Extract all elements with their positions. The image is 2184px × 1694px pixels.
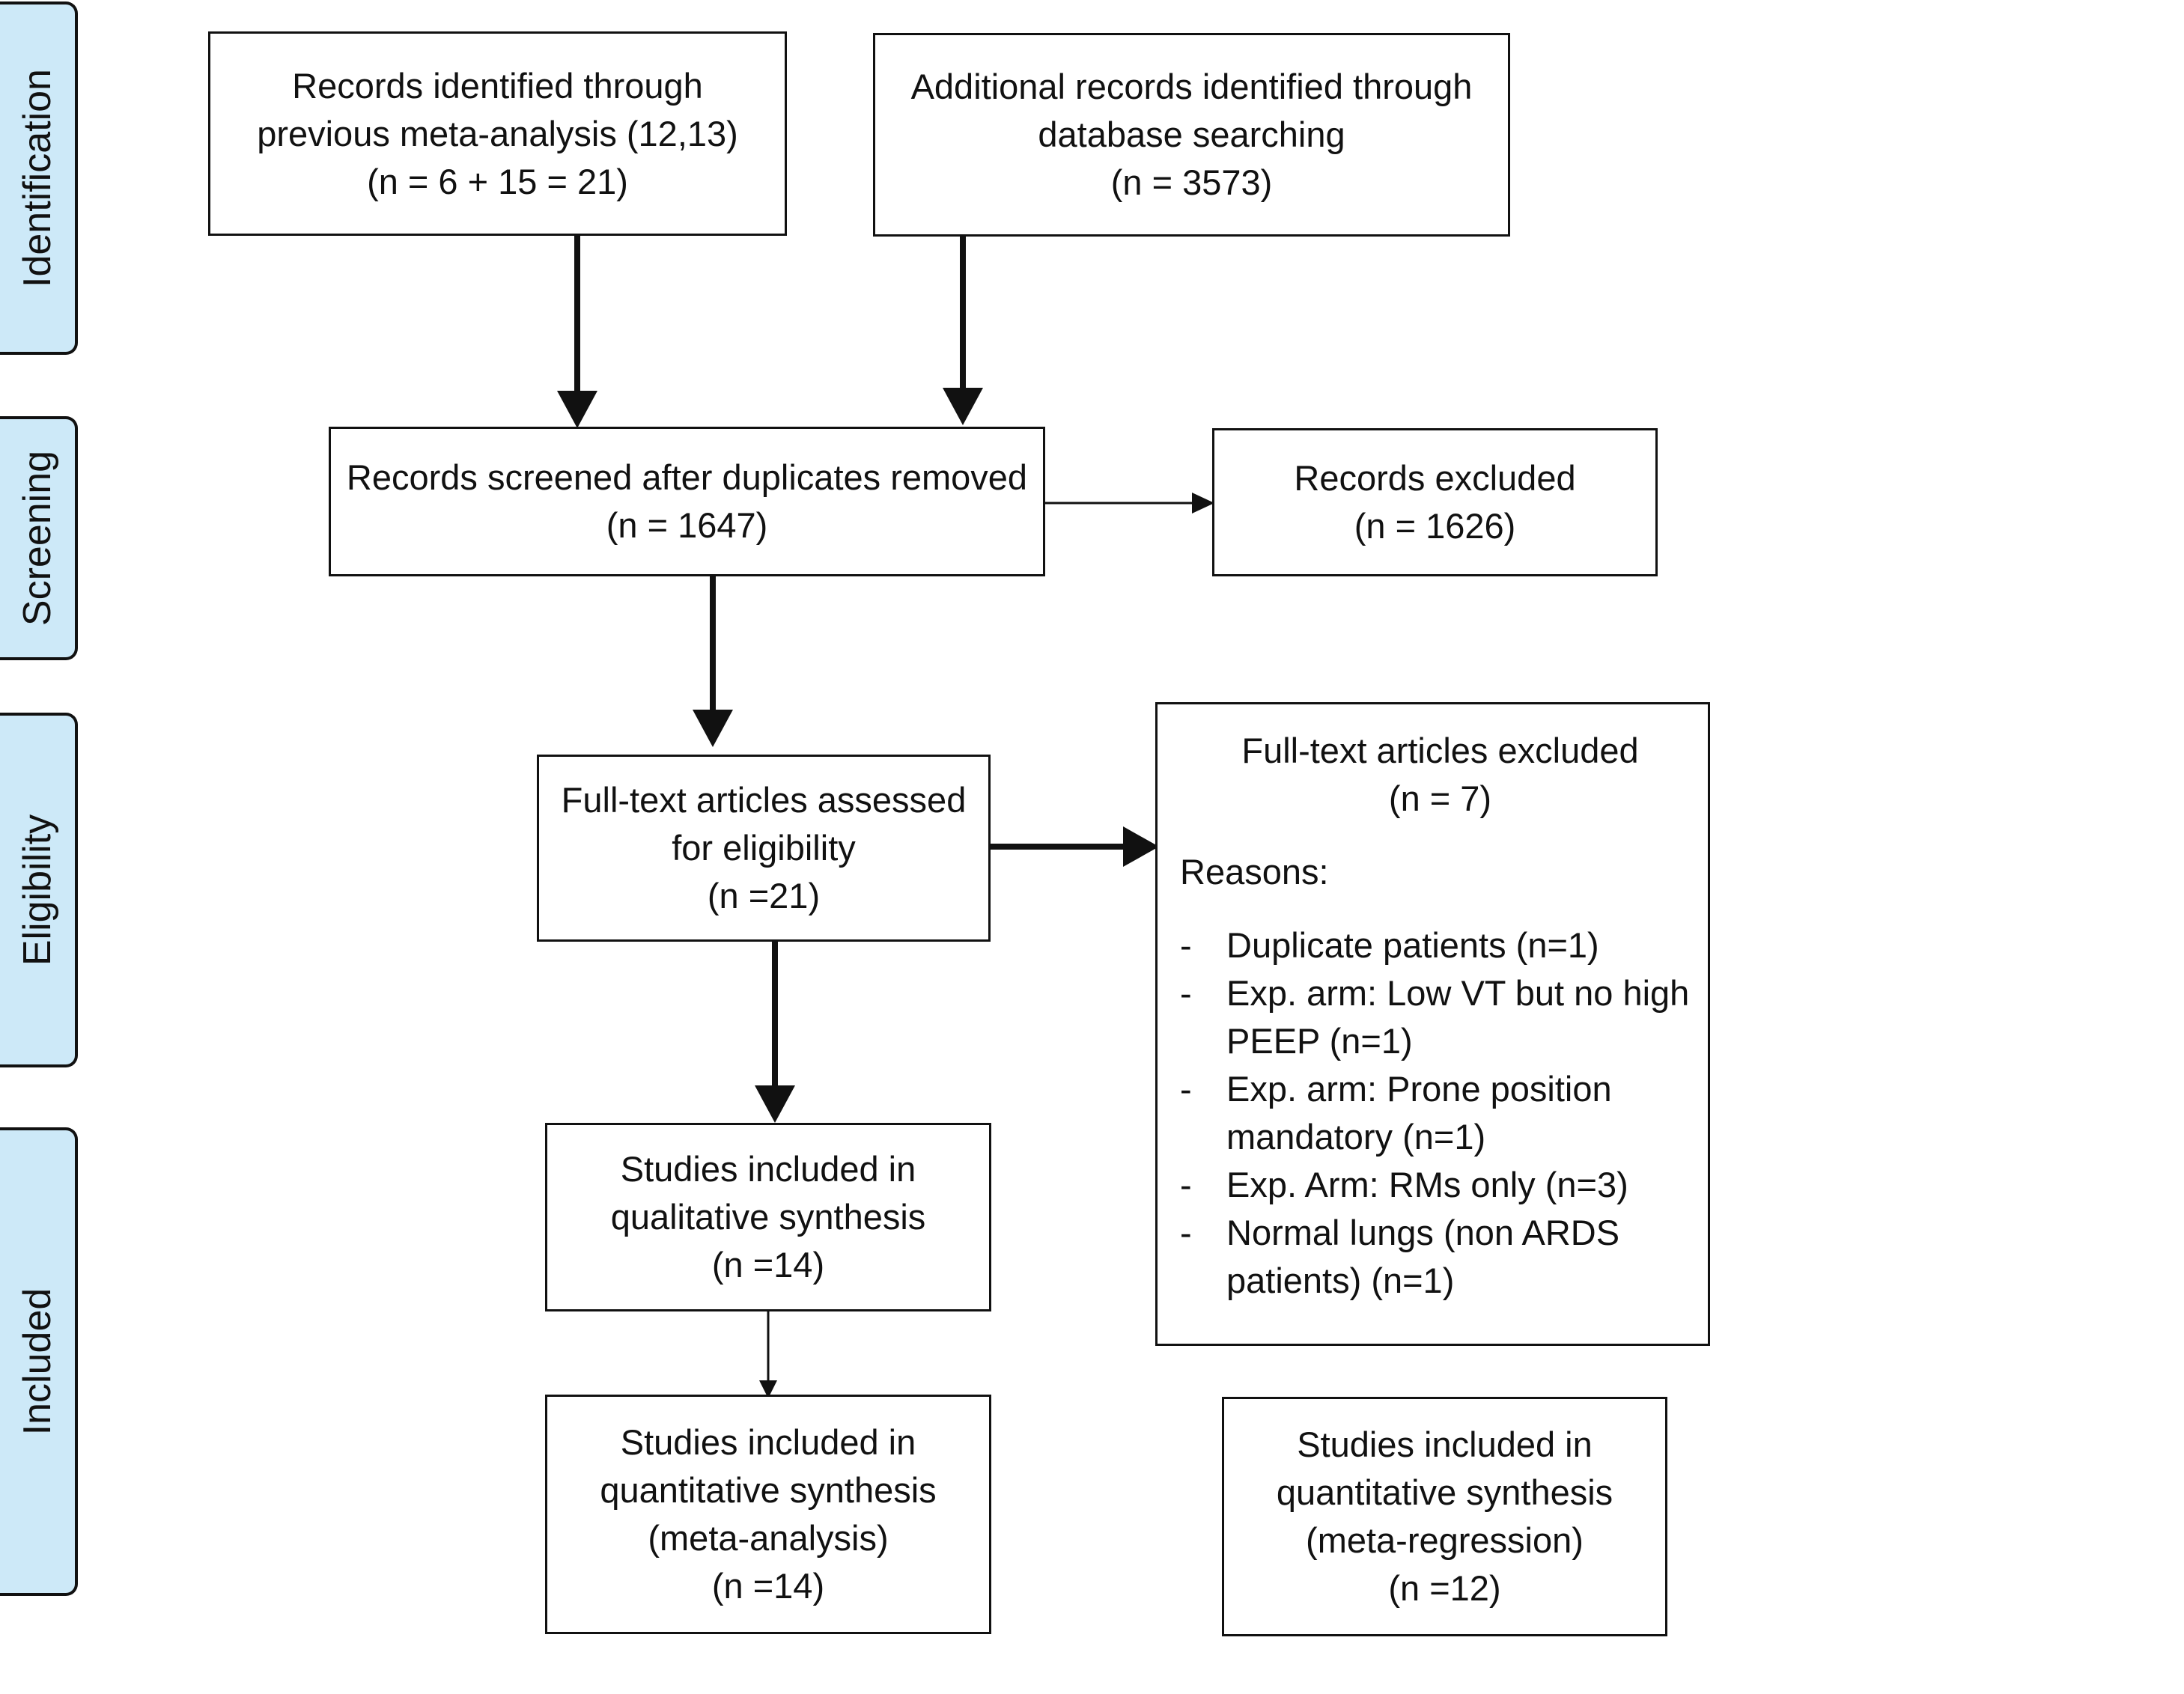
box-line: previous meta-analysis (12,13) — [257, 113, 738, 153]
box-meta-analysis: Studies included in quantitative synthes… — [545, 1395, 991, 1634]
box-line: Studies included in — [1297, 1425, 1593, 1464]
box-records-screened: Records screened after duplicates remove… — [329, 427, 1045, 576]
box-line: Records screened after duplicates remove… — [346, 457, 1028, 497]
box-fulltext-assessed: Full-text articles assessed for eligibil… — [537, 755, 991, 942]
box-line: (n =21) — [707, 876, 821, 915]
box-line: Full-text articles excluded — [1241, 731, 1639, 770]
reason-text-continued: patients) (n=1) — [1226, 1261, 1455, 1300]
box-line: (meta-analysis) — [648, 1518, 889, 1558]
box-line: (n = 1626) — [1354, 506, 1516, 546]
box-line: (n = 3573) — [1110, 162, 1273, 202]
reason-text-continued: PEEP (n=1) — [1226, 1021, 1413, 1061]
arrowhead — [943, 388, 983, 425]
box-line: Records identified through — [292, 65, 703, 106]
box-qualitative-synthesis: Studies included in qualitative synthesi… — [545, 1123, 991, 1311]
bullet: - — [1180, 925, 1192, 965]
box-line: for eligibility — [672, 828, 856, 868]
box-line: (meta-regression) — [1306, 1520, 1584, 1560]
phase-included: Included — [0, 1127, 78, 1596]
reason-text: Exp. arm: Low VT but no high — [1226, 973, 1690, 1013]
reason-item: - Exp. Arm: RMs only (n=3) — [1180, 1161, 1700, 1209]
box-meta-regression: Studies included in quantitative synthes… — [1222, 1397, 1667, 1636]
bullet: - — [1180, 1213, 1192, 1252]
phase-identification: Identification — [0, 1, 78, 355]
box-line: Studies included in — [620, 1422, 916, 1462]
reason-item: - Exp. arm: Prone position mandatory (n=… — [1180, 1065, 1700, 1161]
box-fulltext-excluded: Full-text articles excluded (n = 7) Reas… — [1155, 702, 1710, 1346]
reason-text: Normal lungs (non ARDS — [1226, 1213, 1620, 1252]
box-line: (n =14) — [711, 1566, 825, 1606]
box-line: (n =14) — [711, 1245, 825, 1285]
arrowhead — [1123, 826, 1159, 867]
box-line: Records excluded — [1294, 458, 1576, 498]
arrowhead — [557, 391, 597, 428]
box-database-searching: Additional records identified through da… — [873, 33, 1510, 237]
arrowhead — [755, 1085, 795, 1123]
bullet: - — [1180, 973, 1192, 1013]
box-records-excluded: Records excluded (n = 1626) — [1212, 428, 1658, 576]
arrowhead — [759, 1380, 777, 1398]
reason-item: - Normal lungs (non ARDS patients) (n=1) — [1180, 1209, 1700, 1305]
box-line: (n =12) — [1388, 1568, 1501, 1608]
phase-screening: Screening — [0, 416, 78, 660]
bullet: - — [1180, 1165, 1192, 1204]
box-line: (n = 7) — [1388, 779, 1492, 818]
reason-text-continued: mandatory (n=1) — [1226, 1117, 1486, 1157]
box-line: quantitative synthesis — [1276, 1472, 1613, 1512]
arrowhead — [693, 710, 733, 747]
reason-item: - Exp. arm: Low VT but no high PEEP (n=1… — [1180, 969, 1700, 1065]
reasons-list: - Duplicate patients (n=1) - Exp. arm: L… — [1180, 921, 1700, 1305]
phase-eligibility: Eligibility — [0, 713, 78, 1067]
box-line: database searching — [1038, 115, 1345, 154]
box-line: Full-text articles assessed — [561, 780, 967, 820]
box-previous-meta-analysis: Records identified through previous meta… — [208, 31, 787, 236]
box-line: (n = 1647) — [606, 505, 768, 545]
box-line: Studies included in — [620, 1149, 916, 1189]
bullet: - — [1180, 1069, 1192, 1109]
reasons-heading: Reasons: — [1180, 852, 1329, 892]
arrowhead — [1192, 493, 1214, 514]
box-line: (n = 6 + 15 = 21) — [367, 161, 628, 201]
reason-item: - Duplicate patients (n=1) — [1180, 921, 1700, 969]
reason-text: Exp. Arm: RMs only (n=3) — [1226, 1165, 1628, 1204]
reason-text: Exp. arm: Prone position — [1226, 1069, 1612, 1109]
box-line: Additional records identified through — [910, 67, 1473, 106]
box-line: quantitative synthesis — [600, 1470, 937, 1510]
box-line: qualitative synthesis — [610, 1197, 926, 1237]
reason-text: Duplicate patients (n=1) — [1226, 925, 1599, 965]
